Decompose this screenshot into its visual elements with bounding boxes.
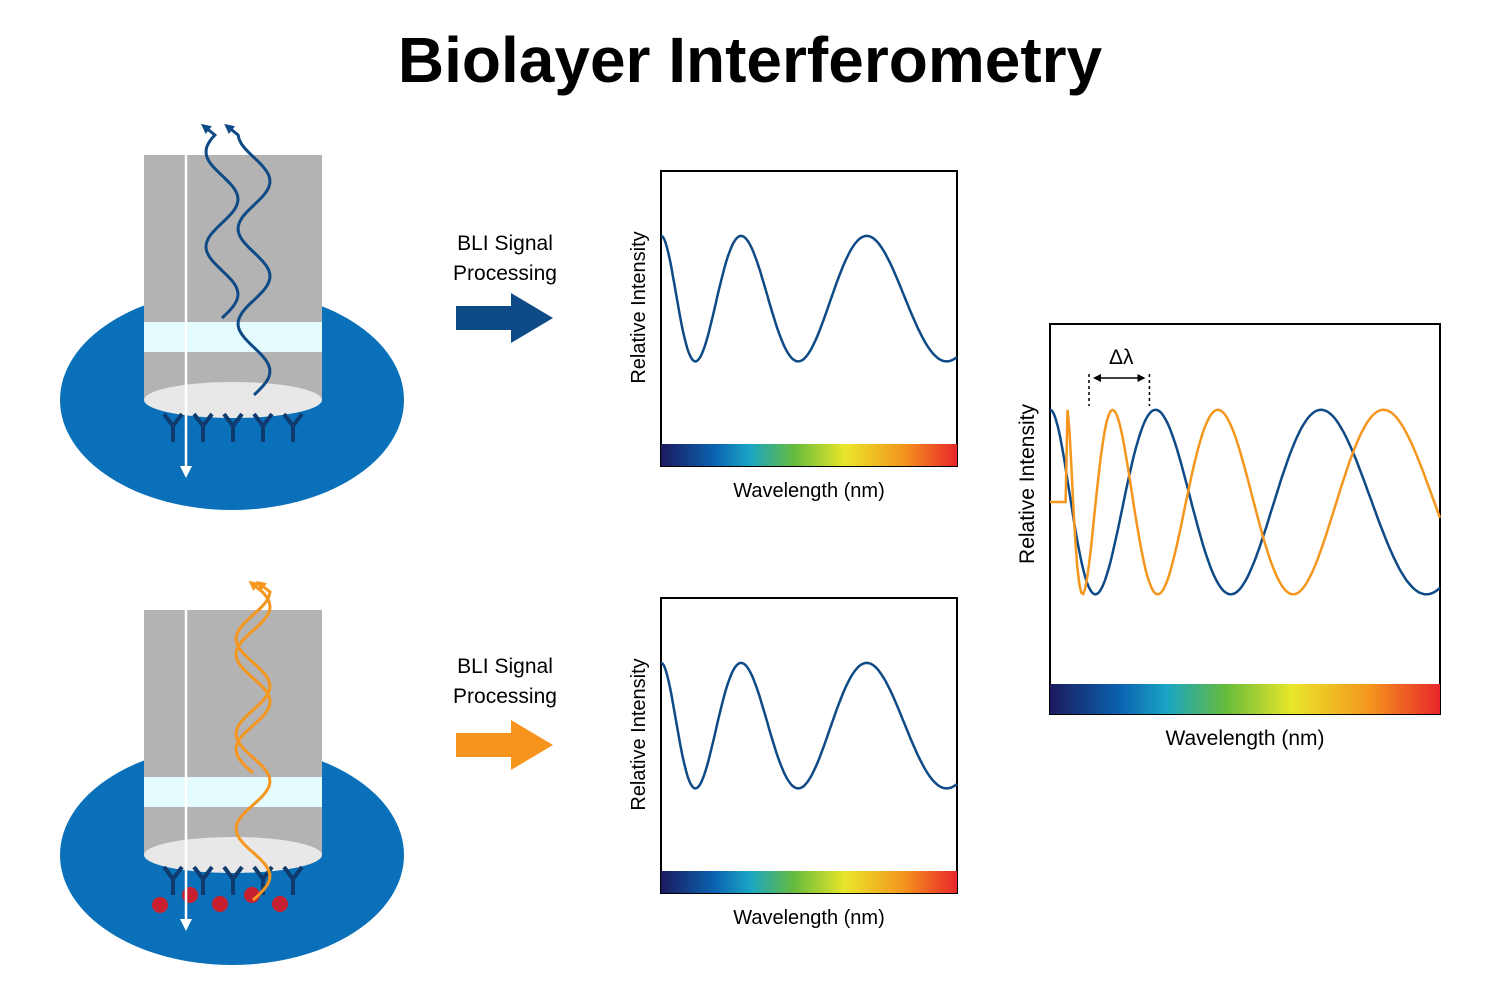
reflected-wave-2	[234, 580, 272, 902]
processing-step-top: BLI Signal Processing	[453, 232, 557, 343]
interference-curve-0	[660, 234, 958, 363]
orange-arrow-icon	[456, 720, 553, 770]
sensor-body	[144, 610, 322, 855]
processing-label-line1: BLI Signal	[457, 655, 553, 678]
antibody-group	[162, 412, 304, 442]
x-axis-label: Wavelength (nm)	[733, 480, 885, 502]
y-axis-label: Relative Intensity	[628, 231, 650, 383]
reflected-wave-1	[200, 123, 240, 320]
sensor-tip	[144, 382, 322, 418]
antibody-icon	[192, 412, 214, 442]
analyte-molecule	[212, 896, 228, 912]
biosensor-bound	[60, 580, 404, 965]
analyte-molecule	[272, 896, 288, 912]
processing-label-line2: Processing	[453, 685, 557, 708]
sensor-tip	[144, 837, 322, 873]
antibody-icon	[162, 412, 184, 442]
processing-label-line1: BLI Signal	[457, 232, 553, 255]
blue-arrow-icon	[456, 293, 553, 343]
optical-layer	[144, 322, 322, 352]
biosensor-baseline	[60, 123, 404, 510]
y-axis-label: Relative Intensity	[628, 658, 650, 810]
plot-frame	[1049, 323, 1441, 715]
antibody-icon	[282, 865, 304, 895]
antibody-icon	[282, 412, 304, 442]
sensor-body	[144, 155, 322, 400]
antibody-icon	[222, 412, 244, 442]
antibody-icon	[222, 865, 244, 895]
interference-curve-0	[660, 661, 958, 790]
antibody-icon	[252, 412, 274, 442]
wavelength-shift-label: Δλ	[1109, 346, 1134, 369]
reflected-wave-2	[224, 123, 272, 397]
antibody-icon	[192, 865, 214, 895]
spectrum-shift-chart: Wavelength (nm) Relative Intensity Δλ	[1016, 323, 1442, 750]
x-axis-label: Wavelength (nm)	[733, 907, 885, 929]
processing-label-line2: Processing	[453, 262, 557, 285]
interference-curve-1	[1050, 408, 1442, 596]
plot-frame	[660, 170, 958, 467]
page-title: Biolayer Interferometry	[397, 24, 1103, 96]
wavelength-spectrum-bar	[661, 444, 957, 466]
analyte-molecule	[182, 887, 198, 903]
x-axis-label: Wavelength (nm)	[1165, 727, 1324, 750]
interference-curve-0	[1049, 408, 1441, 596]
antibody-icon	[162, 865, 184, 895]
processing-step-bottom: BLI Signal Processing	[453, 655, 557, 770]
spectrum-chart-baseline: Wavelength (nm) Relative Intensity	[628, 170, 958, 502]
plot-frame	[660, 597, 958, 894]
y-axis-label: Relative Intensity	[1016, 404, 1039, 564]
spectrum-chart-bound: Wavelength (nm) Relative Intensity	[628, 597, 958, 929]
wavelength-spectrum-bar	[1050, 684, 1440, 714]
wavelength-spectrum-bar	[661, 871, 957, 893]
optical-layer	[144, 777, 322, 807]
analyte-molecule	[152, 897, 168, 913]
